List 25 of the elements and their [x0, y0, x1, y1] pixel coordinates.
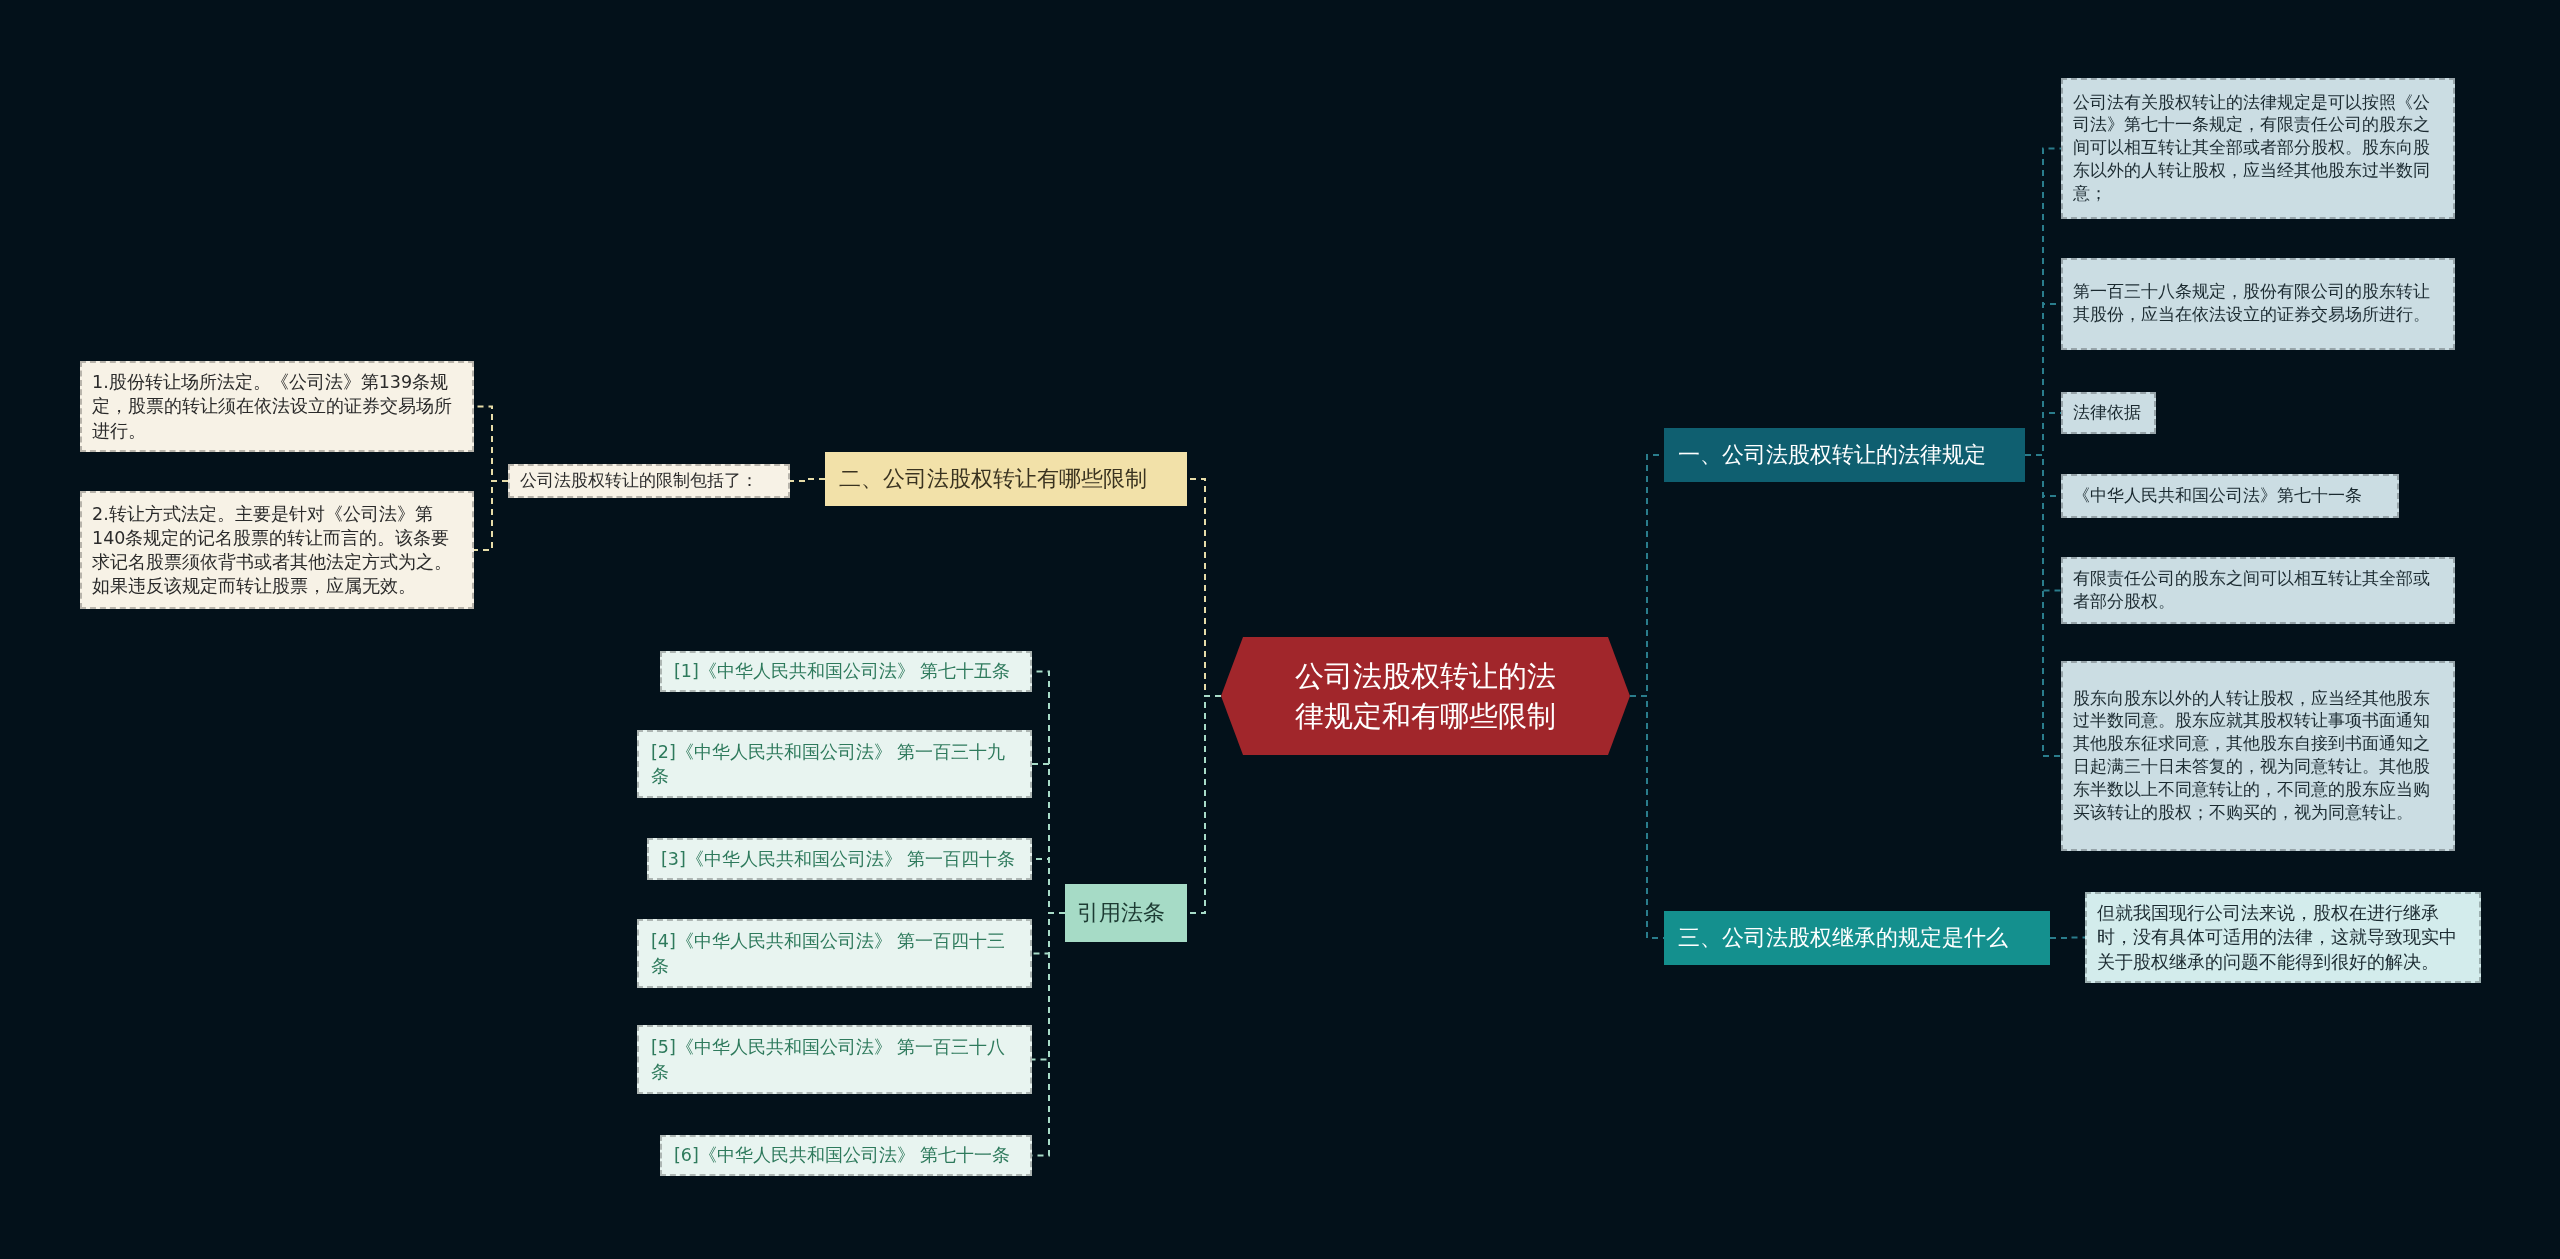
branch-topic-box: 引用法条 — [1065, 884, 1187, 942]
subtopic-box: 公司法股权转让的限制包括了： — [508, 464, 790, 498]
reference-box: [5]《中华人民共和国公司法》 第一百三十八条 — [637, 1025, 1032, 1094]
note-box: 《中华人民共和国公司法》第七十一条 — [2061, 474, 2399, 518]
note-box: 法律依据 — [2061, 392, 2156, 434]
note-box: 公司法有关股权转让的法律规定是可以按照《公司法》第七十一条规定，有限责任公司的股东之间可以相互转让其全部或者部分股权。股东向股东以外的人转让股权，应当经其他股东过半数同意； — [2061, 78, 2455, 219]
connector — [789, 478, 826, 482]
note-box: 有限责任公司的股东之间可以相互转让其全部或者部分股权。 — [2061, 557, 2455, 624]
connector — [2024, 454, 2062, 757]
central-topic-hexagon: 公司法股权转让的法律规定和有哪些限制 — [1221, 637, 1630, 755]
reference-box: [6]《中华人民共和国公司法》 第七十一条 — [660, 1135, 1032, 1176]
note-box: 1.股份转让场所法定。《公司法》第139条规定，股票的转让须在依法设立的证券交易场所进行。 — [80, 361, 474, 452]
note-box: 股东向股东以外的人转让股权，应当经其他股东过半数同意。股东应就其股权转让事项书面通知其他股东征求同意，其他股东自接到书面通知之日起满三十日未答复的，视为同意转让。其他股东半数以上不同意转让的，不同意的股东应当购买该转让的股权；不购买的，视为同意转让。 — [2061, 661, 2455, 851]
branch-topic-box: 三、公司法股权继承的规定是什么 — [1664, 911, 2050, 965]
reference-box: [2]《中华人民共和国公司法》 第一百三十九条 — [637, 730, 1032, 798]
note-box: 第一百三十八条规定，股份有限公司的股东转让其股份，应当在依法设立的证券交易场所进行。 — [2061, 258, 2455, 350]
note-box: 2.转让方式法定。主要是针对《公司法》第140条规定的记名股票的转让而言的。该条要求记名股票须依背书或者其他法定方式为之。如果违反该规定而转让股票，应属无效。 — [80, 491, 474, 609]
note-box: 但就我国现行公司法来说，股权在进行继承时，没有具体可适用的法律，这就导致现实中关于股权继承的问题不能得到很好的解决。 — [2085, 892, 2481, 983]
reference-box: [1]《中华人民共和国公司法》 第七十五条 — [660, 651, 1032, 692]
branch-topic-box: 二、公司法股权转让有哪些限制 — [825, 452, 1187, 506]
reference-box: [3]《中华人民共和国公司法》 第一百四十条 — [647, 838, 1032, 880]
branch-topic-box: 一、公司法股权转让的法律规定 — [1664, 428, 2025, 482]
connector — [2049, 936, 2086, 939]
connector — [473, 480, 509, 551]
reference-box: [4]《中华人民共和国公司法》 第一百四十三条 — [637, 919, 1032, 988]
